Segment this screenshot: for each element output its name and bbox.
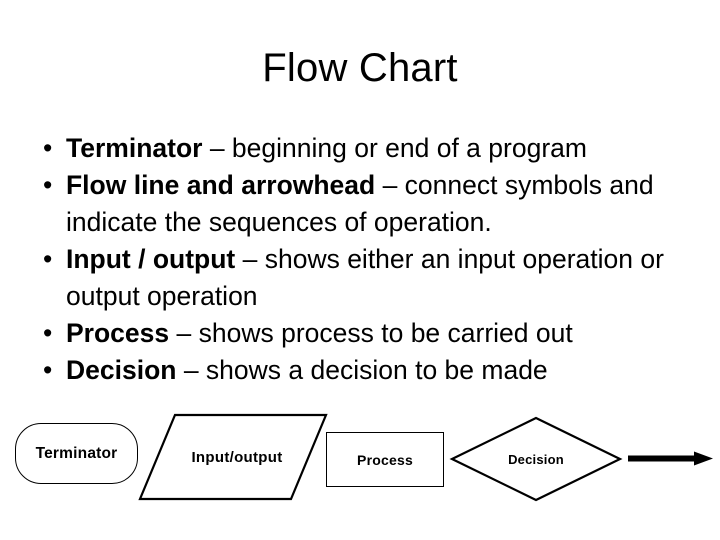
bullet-description: – shows either an input operation or out… [66, 244, 664, 311]
bullet-dot-icon: • [43, 170, 53, 200]
bullet-term: Process [66, 318, 170, 348]
bullet-term: Flow line and arrowhead [66, 170, 376, 200]
bullet-term: Decision [66, 355, 177, 385]
flow-line-shape [624, 444, 716, 474]
parallelogram-icon [138, 413, 328, 501]
bullet-term: Input / output [66, 244, 236, 274]
diamond-icon [449, 416, 623, 502]
bullet-dot-icon: • [43, 355, 53, 385]
decision-label: Decision [508, 451, 564, 467]
bullet-dot-icon: • [43, 133, 53, 163]
arrow-right-icon [628, 451, 713, 466]
bullet-list: • Terminator – beginning or end of a prog… [30, 130, 692, 389]
bullet-description: – beginning or end of a program [202, 133, 587, 163]
bullet-description: – shows process to be carried out [169, 318, 573, 348]
list-item: • Terminator – beginning or end of a prog… [30, 130, 692, 167]
list-item: • Process – shows process to be carried o… [30, 315, 692, 352]
bullet-description: – shows a decision to be made [176, 355, 548, 385]
input-output-label: Input/output [191, 448, 283, 466]
terminator-label: Terminator [35, 444, 118, 462]
process-label: Process [357, 451, 413, 468]
list-item: • Input / output – shows either an input … [30, 241, 692, 315]
decision-shape: Decision [449, 416, 623, 502]
bullet-description: – connect symbols and indicate the seque… [66, 170, 654, 237]
bullet-dot-icon: • [43, 318, 53, 348]
bullet-term: Terminator [66, 133, 203, 163]
input-output-shape: Input/output [138, 413, 328, 501]
bullet-dot-icon: • [43, 244, 53, 274]
page-title: Flow Chart [262, 46, 458, 90]
process-shape: Process [326, 432, 444, 487]
terminator-shape: Terminator [15, 423, 138, 484]
list-item: • Flow line and arrowhead – connect symbo… [30, 167, 692, 241]
list-item: • Decision – shows a decision to be made [30, 352, 692, 389]
